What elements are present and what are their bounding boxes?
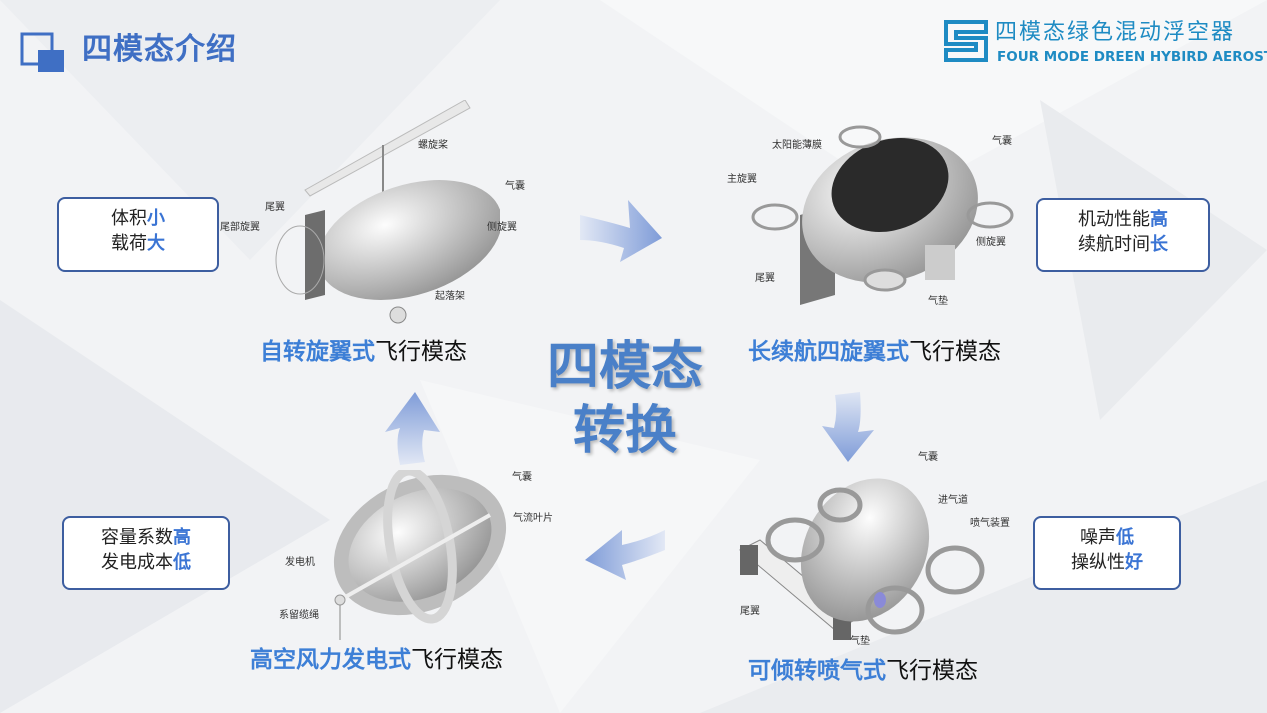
label: 尾翼	[265, 202, 285, 213]
label: 气垫	[850, 636, 870, 647]
label: 发电机	[285, 557, 315, 568]
label: 气垫	[928, 296, 948, 307]
arrow-up	[385, 392, 440, 465]
feature-box-jet: 噪声低 操纵性好	[1033, 516, 1181, 590]
label: 尾部旋翼	[220, 222, 260, 233]
logo-icon	[944, 20, 988, 62]
mode-title-jet: 可倾转喷气式飞行模态	[748, 658, 978, 684]
label: 侧旋翼	[487, 222, 517, 233]
wind-power-airship-diagram	[333, 470, 507, 640]
feature-box-quadrotor: 机动性能高 续航时间长	[1036, 198, 1210, 272]
label: 尾翼	[740, 606, 760, 617]
mode-title-wind: 高空风力发电式飞行模态	[250, 647, 503, 673]
label: 气流叶片	[513, 513, 553, 524]
title-square-icon	[20, 32, 64, 72]
label: 进气道	[938, 495, 968, 506]
label: 尾翼	[755, 273, 775, 284]
label: 侧旋翼	[976, 237, 1006, 248]
label: 太阳能薄膜	[772, 140, 822, 151]
autogyro-airship-diagram	[275, 100, 500, 324]
label: 螺旋桨	[418, 140, 448, 151]
label: 气囊	[512, 472, 532, 483]
arrow-down	[822, 392, 874, 462]
label: 主旋翼	[727, 174, 757, 185]
page-title: 四模态介绍	[82, 32, 237, 67]
label: 系留缆绳	[279, 610, 319, 621]
logo-text-en: FOUR MODE DREEN HYBIRD AEROSTAT	[997, 49, 1267, 65]
logo-text-cn: 四模态绿色混动浮空器	[995, 20, 1236, 45]
label: 起落架	[435, 291, 465, 302]
label: 气囊	[992, 136, 1012, 147]
quadrotor-airship-diagram	[751, 125, 1014, 305]
center-title: 四模态 转换	[546, 337, 703, 461]
jet-airship-diagram	[739, 478, 985, 640]
label: 喷气装置	[970, 518, 1010, 529]
label: 气囊	[918, 452, 938, 463]
feature-box-autogyro: 体积小 载荷大	[57, 197, 219, 272]
label: 气囊	[505, 181, 525, 192]
arrow-left	[585, 530, 665, 580]
mode-title-autogyro: 自转旋翼式飞行模态	[260, 339, 467, 365]
mode-title-quadrotor: 长续航四旋翼式飞行模态	[748, 339, 1001, 365]
arrow-right	[580, 200, 662, 262]
feature-box-wind: 容量系数高 发电成本低	[62, 516, 230, 590]
